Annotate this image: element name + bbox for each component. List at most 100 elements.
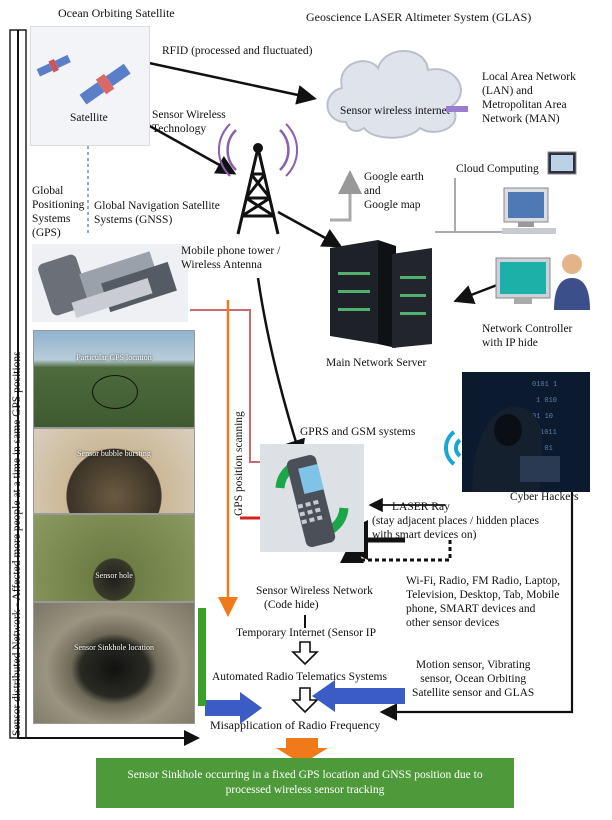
particular-gps-photo: Particular GPS location (33, 330, 195, 428)
sensor-sinkhole-label: Sensor Sinkhole location (74, 643, 154, 652)
motion-sensor-line: sensor, Ocean Orbiting (420, 673, 527, 685)
left-frame-box (9, 29, 27, 739)
sensor-wireless-network-line: Sensor Wireless Network (256, 585, 373, 597)
gps-label: Global Positioning Systems (GPS) (32, 184, 84, 240)
lan-man-line: (LAN) and (482, 85, 533, 97)
footer-conclusion-text: Sensor Sinkhole occurring in a fixed GPS… (127, 769, 483, 796)
satellite-image (30, 26, 150, 146)
sensor-wireless-tech-line: Technology (152, 123, 207, 135)
network-controller-line: with IP hide (482, 337, 538, 349)
devices-dotted-arrow (340, 539, 452, 563)
satellite-label: Satellite (70, 112, 108, 124)
gps-location-ring (92, 375, 138, 409)
laser-ray-label: LASER Ray (392, 501, 450, 513)
gps-line: Global (32, 185, 64, 197)
gprs-gsm-label: GPRS and GSM systems (300, 426, 416, 438)
devices-line: Wi-Fi, Radio, FM Radio, Laptop, (406, 575, 561, 587)
cloud-icon (326, 50, 462, 139)
svg-text:1 010: 1 010 (536, 397, 557, 405)
devices-line: other sensor devices (406, 617, 500, 629)
svg-text:0101 1: 0101 1 (532, 381, 557, 389)
blue-right-arrow (312, 680, 405, 712)
ocean-satellite-title: Ocean Orbiting Satellite (58, 6, 175, 20)
orange-footer-arrow (276, 738, 328, 764)
devices-line: Television, Desktop, Tab, Mobile (406, 589, 560, 601)
footer-conclusion-box: Sensor Sinkhole occurring in a fixed GPS… (96, 758, 514, 808)
motion-sensor-label: Motion sensor, Vibrating sensor, Ocean O… (412, 658, 534, 700)
gps-line: (GPS) (32, 227, 61, 239)
sensor-wireless-network-line: (Code hide) (264, 599, 319, 611)
google-line: and (364, 185, 381, 197)
lan-man-label: Local Area Network (LAN) and Metropolita… (482, 70, 576, 126)
lan-man-line: Local Area Network (482, 71, 576, 83)
stay-adjacent-line: (stay adjacent places / hidden places (372, 515, 539, 527)
sensor-sinkhole-photo: Sensor Sinkhole location (33, 602, 195, 724)
motion-sensor-line: Satellite sensor and GLAS (412, 687, 535, 699)
green-bar (198, 608, 206, 706)
vertical-network-label: Sensor distributed Network - Affected mo… (11, 351, 23, 736)
particular-gps-label: Particular GPS location (76, 353, 152, 362)
gps-scanning-label: GPS position scanning (233, 411, 245, 516)
google-gray-arrow (330, 170, 362, 222)
automated-radio-label: Automated Radio Telematics Systems (212, 671, 387, 683)
sensor-bubble-photo: Sensor bubble bursting (33, 428, 195, 514)
sensor-wireless-internet-label: Sensor wireless internet (340, 105, 450, 117)
tower-label: Mobile phone tower / Wireless Antenna (181, 244, 280, 272)
sensor-bubble-label: Sensor bubble bursting (77, 449, 151, 458)
temporary-internet-label: Temporary Internet (Sensor IP (236, 627, 377, 639)
cyber-hackers-label: Cyber Hackers (510, 491, 579, 503)
gps-line: Positioning (32, 199, 85, 211)
rfid-label: RFID (processed and fluctuated) (162, 45, 313, 57)
sensor-wireless-network-label: Sensor Wireless Network (Code hide) (256, 584, 373, 612)
hacker-icon: 0101 1 1 010 01 10 1011 0 01 (472, 381, 560, 492)
gnss-line: Systems (GNSS) (94, 214, 173, 226)
svg-text:1011: 1011 (540, 429, 557, 437)
svg-text:0 01: 0 01 (536, 445, 553, 453)
server-icon (330, 240, 432, 348)
glas-title: Geoscience LASER Altimeter System (GLAS) (306, 10, 532, 24)
stay-adjacent-line: with smart devices on) (372, 529, 477, 541)
wifi-signal-icon (444, 430, 462, 466)
satellite-icon (36, 54, 131, 105)
svg-text:01 10: 01 10 (532, 413, 553, 421)
gnss-label: Global Navigation Satellite Systems (GNS… (94, 199, 220, 227)
tower-to-phone-arrow (256, 277, 306, 460)
sensor-wireless-tech-label: Sensor Wireless Technology (152, 108, 226, 136)
mobile-phone-icon (275, 454, 349, 548)
sensor-wireless-tech-line: Sensor Wireless (152, 109, 226, 121)
cloud-computing-label: Cloud Computing (456, 163, 539, 175)
gps-device-image (32, 244, 188, 322)
motion-sensor-line: Motion sensor, Vibrating (415, 659, 531, 671)
tower-line: Wireless Antenna (181, 259, 262, 271)
sensor-hole-label: Sensor hole (95, 571, 133, 580)
computer-icon (502, 151, 577, 234)
lan-man-line: Network (MAN) (482, 113, 560, 125)
controller-icon (495, 254, 590, 310)
cyber-hacker-image: 0101 1 1 010 01 10 1011 0 01 (462, 372, 590, 492)
blue-left-arrow (205, 692, 262, 724)
hacker-to-misapplication-line (379, 470, 574, 721)
gnss-line: Global Navigation Satellite (94, 200, 220, 212)
tower-to-server-arrow (277, 210, 343, 248)
gps-device-icon (38, 251, 177, 318)
temp-to-automated-arrow (291, 641, 319, 666)
automated-to-misapp-arrow (291, 687, 319, 714)
gps-line: Systems (32, 213, 71, 225)
google-label: Google earth and Google map (364, 170, 424, 212)
devices-label: Wi-Fi, Radio, FM Radio, Laptop, Televisi… (406, 574, 560, 630)
rfid-arrow (134, 58, 317, 105)
google-line: Google earth (364, 171, 424, 183)
network-controller-line: Network Controller (482, 323, 573, 335)
cloud-accent-bar (446, 106, 468, 112)
sensor-hole-photo: Sensor hole (33, 514, 195, 602)
google-line: Google map (364, 199, 421, 211)
stay-adjacent-label: (stay adjacent places / hidden places wi… (372, 514, 539, 542)
main-server-label: Main Network Server (326, 357, 427, 369)
tower-icon (218, 123, 298, 235)
lan-man-line: Metropolitan Area (482, 99, 567, 111)
tower-line: Mobile phone tower / (181, 245, 281, 257)
devices-line: phone, SMART devices and (406, 603, 536, 615)
misapplication-label: Misapplication of Radio Frequency (210, 718, 381, 732)
network-controller-label: Network Controller with IP hide (482, 322, 572, 350)
